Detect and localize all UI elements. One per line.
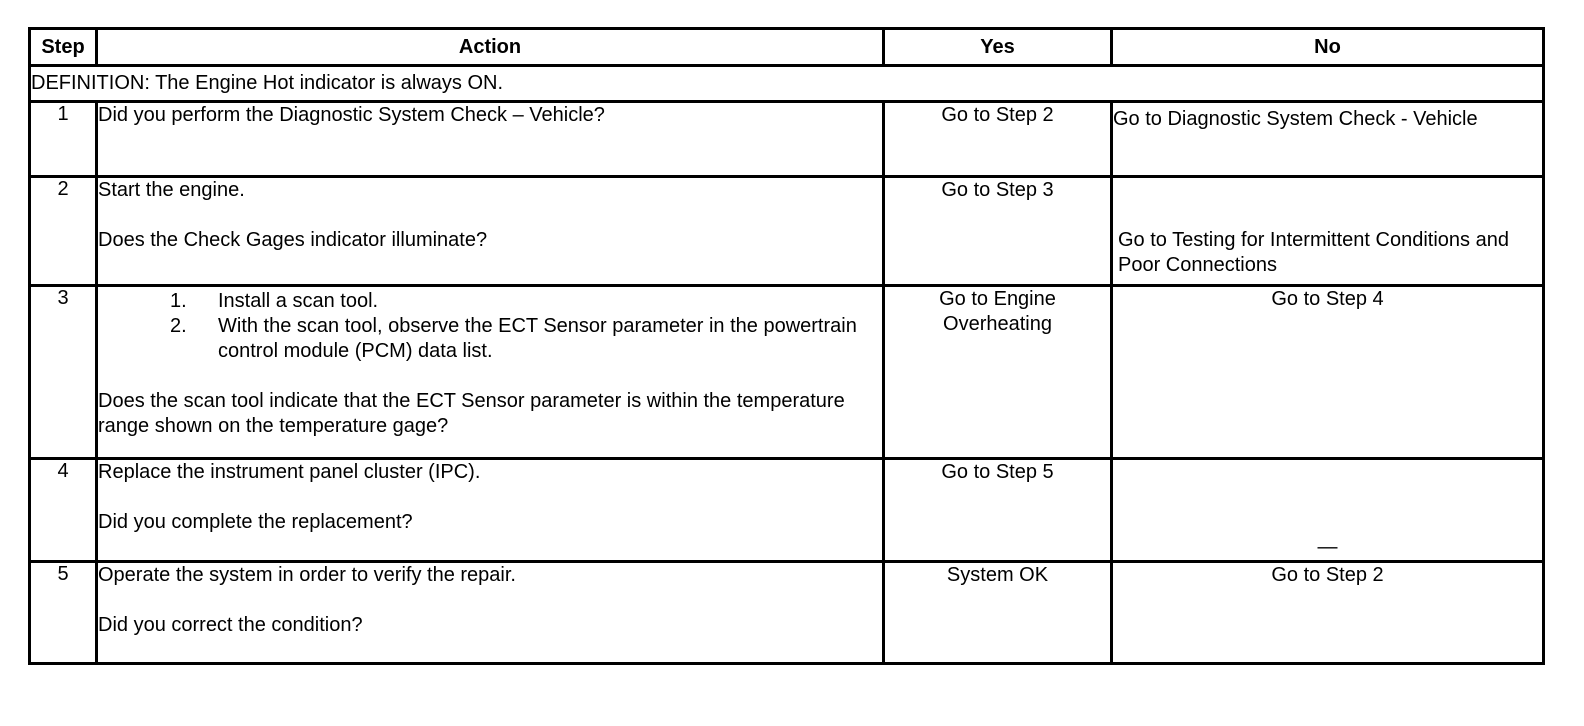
action-spacer [98, 588, 882, 613]
step-yes-answer: Go to Step 2 [882, 100, 1113, 178]
step-number: 2 [28, 175, 98, 287]
action-lead-text: Did you perform the Diagnostic System Ch… [98, 104, 605, 126]
column-header-yes: Yes [882, 27, 1113, 67]
step-no-answer: Go to Step 4 [1110, 284, 1545, 460]
diagnostic-procedure-table: Step Action Yes No DEFINITION: The Engin… [28, 27, 1545, 665]
action-question-text: Did you correct the condition? [98, 614, 363, 636]
action-lead-text: Operate the system in order to verify th… [98, 564, 516, 586]
definition-row: DEFINITION: The Engine Hot indicator is … [28, 64, 1545, 103]
step-number: 1 [28, 100, 98, 178]
action-spacer [98, 203, 882, 228]
action-question-text: Does the scan tool indicate that the ECT… [98, 390, 845, 437]
step-yes-answer: Go to Step 3 [882, 175, 1113, 287]
step-yes-answer: Go to Step 5 [882, 457, 1113, 563]
table-row: 3 Install a scan tool. With the scan too… [28, 284, 1545, 460]
step-number: 3 [28, 284, 98, 460]
table-row: 2 Start the engine. Does the Check Gages… [28, 175, 1545, 287]
step-action: Did you perform the Diagnostic System Ch… [95, 100, 885, 178]
action-substep-list: Install a scan tool. With the scan tool,… [98, 289, 882, 364]
step-yes-answer: System OK [882, 560, 1113, 665]
action-lead-text: Start the engine. [98, 179, 245, 201]
action-spacer [98, 485, 882, 510]
step-action: Install a scan tool. With the scan tool,… [95, 284, 885, 460]
step-no-answer: Go to Step 2 [1110, 560, 1545, 665]
list-item: With the scan tool, observe the ECT Sens… [170, 314, 857, 362]
step-number: 4 [28, 457, 98, 563]
column-header-action: Action [95, 27, 885, 67]
action-question-text: Does the Check Gages indicator illuminat… [98, 229, 488, 251]
step-yes-answer: Go to Engine Overheating [882, 284, 1113, 460]
step-no-answer: — [1110, 457, 1545, 563]
definition-text: DEFINITION: The Engine Hot indicator is … [28, 64, 1545, 103]
table-row: 4 Replace the instrument panel cluster (… [28, 457, 1545, 563]
column-header-step: Step [28, 27, 98, 67]
step-action: Start the engine. Does the Check Gages i… [95, 175, 885, 287]
list-item: Install a scan tool. [170, 289, 379, 314]
step-action: Replace the instrument panel cluster (IP… [95, 457, 885, 563]
action-spacer [98, 364, 882, 389]
step-number: 5 [28, 560, 98, 665]
action-question-text: Did you complete the replacement? [98, 511, 413, 533]
action-lead-text: Replace the instrument panel cluster (IP… [98, 461, 481, 483]
column-header-no: No [1110, 27, 1545, 67]
table-header-row: Step Action Yes No [28, 27, 1545, 67]
table-row: 1 Did you perform the Diagnostic System … [28, 100, 1545, 178]
table-row: 5 Operate the system in order to verify … [28, 560, 1545, 665]
step-no-answer: Go to Diagnostic System Check - Vehicle [1110, 100, 1545, 178]
step-action: Operate the system in order to verify th… [95, 560, 885, 665]
step-no-answer: Go to Testing for Intermittent Condition… [1110, 175, 1545, 287]
